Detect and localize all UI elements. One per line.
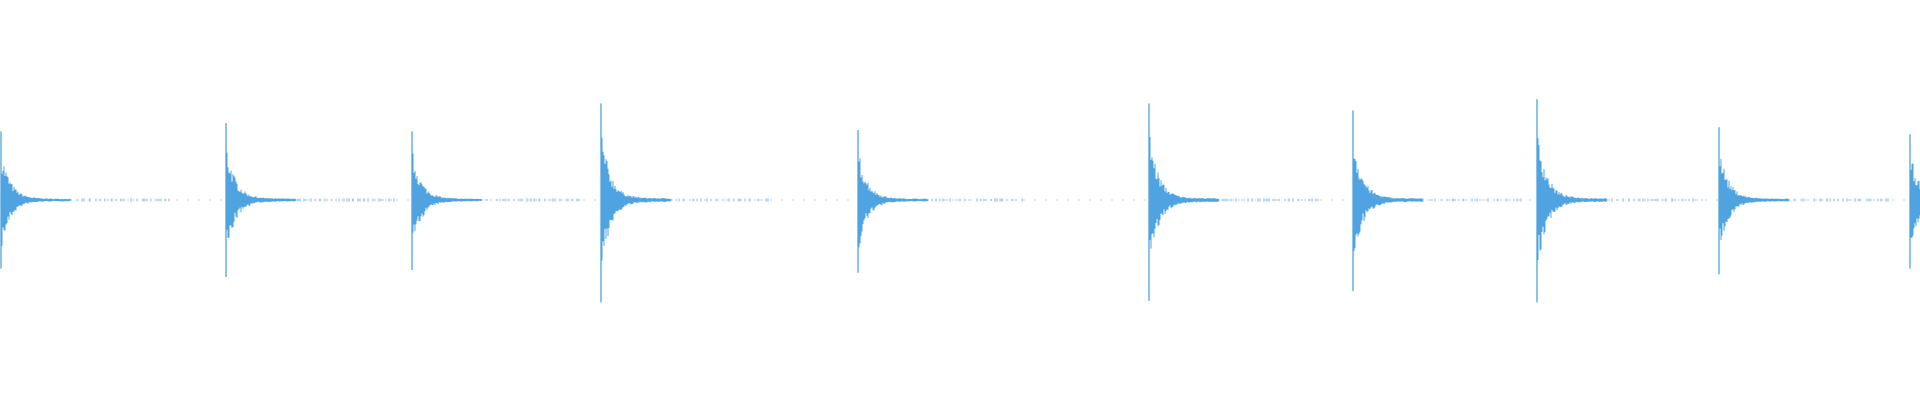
transient-5 (857, 130, 1023, 273)
transient-1 (0, 131, 170, 269)
transient-2 (225, 123, 395, 277)
transients-layer (0, 99, 1920, 303)
transient-7 (1352, 110, 1522, 291)
transient-10 (1909, 134, 1920, 269)
transient-8 (1536, 99, 1703, 303)
transient-9 (1718, 127, 1889, 275)
transient-3 (411, 131, 580, 270)
transient-6 (1148, 103, 1319, 301)
transient-4 (600, 103, 769, 303)
